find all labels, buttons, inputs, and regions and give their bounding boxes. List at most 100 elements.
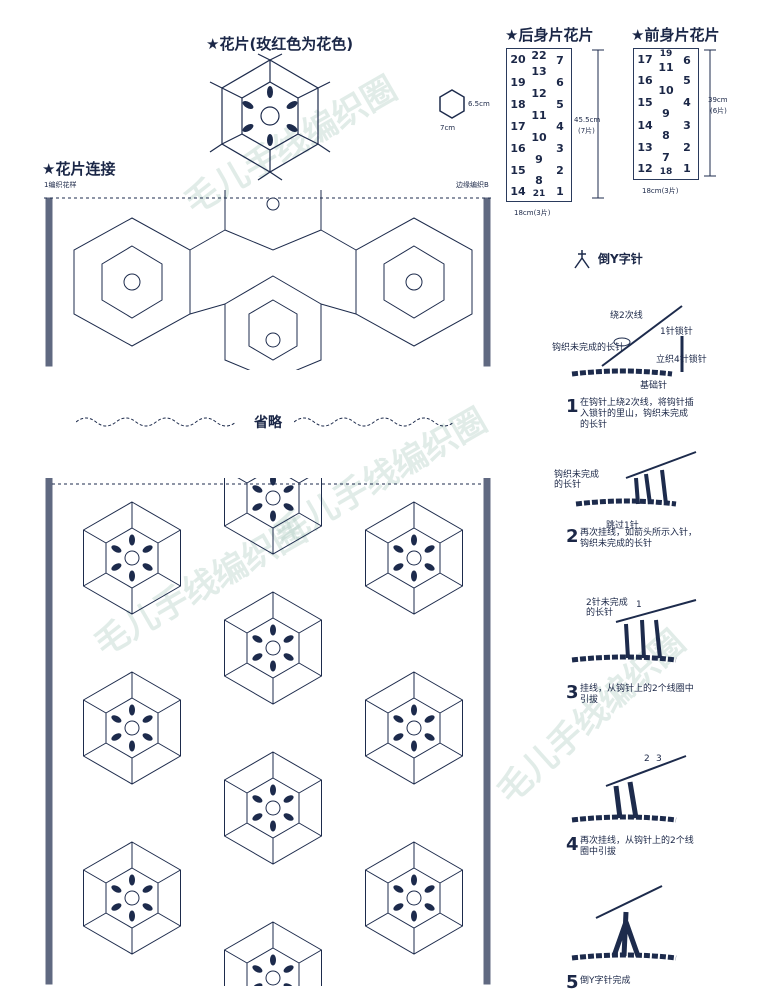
motif-petal (129, 570, 135, 582)
step5-text: 倒Y字针完成 (580, 976, 631, 986)
omit-label: 省略 (254, 415, 282, 431)
motif-petal (424, 733, 435, 741)
motif-spoke (83, 529, 107, 544)
motif-spoke (298, 512, 322, 527)
hex-size-icon (439, 89, 465, 119)
motif-petal (270, 478, 276, 486)
motif-spoke (224, 512, 248, 527)
motif-petal (283, 485, 294, 493)
joining-left-note: 1编织花样 (44, 181, 77, 189)
motif-spoke (157, 742, 181, 757)
front-panel-height-arrow (704, 49, 716, 177)
step1-number: 1 (566, 396, 579, 417)
motif-spoke (439, 699, 463, 714)
motif-spoke (439, 572, 463, 587)
label-n3: 3 (656, 754, 662, 764)
motif-petal (393, 715, 404, 723)
step2-illustration (575, 451, 697, 507)
motif-spoke (298, 822, 322, 837)
motif-spoke (439, 912, 463, 927)
motif-petal (142, 733, 153, 741)
motif-petal (129, 740, 135, 752)
motif-petal (270, 954, 276, 966)
motif-center-ring (406, 890, 422, 906)
joining-title: ★花片连接 (42, 160, 116, 178)
motif-petal (270, 660, 276, 672)
motif-petal (111, 563, 122, 571)
motif-spoke (298, 662, 322, 677)
joining-right-note: 边缘编织B (456, 181, 489, 189)
motif-spoke (298, 779, 322, 794)
motif-spoke (365, 869, 389, 884)
motif-center-ring (124, 550, 140, 566)
label-base-st: 基础针 (640, 381, 668, 391)
motif-petal (142, 545, 153, 553)
step5-illustration (571, 885, 677, 961)
motif-petal (411, 740, 417, 752)
motif-petal (424, 563, 435, 571)
motif-spoke (298, 478, 309, 484)
motif-petal (270, 784, 276, 796)
hex-width-label: 7cm (440, 124, 456, 132)
motif-diagram (209, 53, 331, 181)
motif-petal (283, 965, 294, 973)
step3-number: 3 (566, 682, 579, 703)
label-one-chain: 1针锁针 (660, 327, 693, 337)
motif-spoke (365, 742, 389, 757)
back-panel-grid: 20 22 7 19 13 6 18 12 5 11 17 10 4 16 3 … (506, 48, 572, 202)
omit-wave-right (294, 417, 455, 427)
motif-spoke (224, 619, 248, 634)
motif-title: ★花片(玫红色为花色) (206, 35, 354, 53)
motif-petal (424, 545, 435, 553)
motif-spoke (83, 912, 107, 927)
motif-petal (411, 910, 417, 922)
motif-petal (111, 903, 122, 911)
motif-petal (111, 715, 122, 723)
front-panel-title: ★前身片花片 (631, 26, 720, 44)
motif-petal (142, 563, 153, 571)
motif-petal (142, 903, 153, 911)
step1-illustration (571, 305, 684, 377)
motif-spoke (83, 869, 107, 884)
motif-spoke (365, 529, 389, 544)
motif-petal (252, 485, 263, 493)
label-unfinished-dc: 钩织未完成的长针 (552, 343, 625, 353)
motif-petal (111, 545, 122, 553)
front-panel-width-label: 18cm(3片) (642, 187, 679, 195)
label-two-unfinished: 2针未完成 的长针 (586, 598, 628, 618)
technique-title: 倒Y字针 (598, 252, 643, 266)
step1-text: 在钩针上绕2次线，将钩针插 入锁针的里山，钩织未完成 的长针 (580, 398, 694, 430)
joining-chart-bottom (45, 478, 491, 986)
back-panel-height-label: 45.5cm (574, 116, 601, 124)
motif-petal (393, 545, 404, 553)
motif-petal (283, 983, 294, 986)
motif-spoke (83, 742, 107, 757)
motif-petal (411, 704, 417, 716)
motif-center-ring (265, 970, 281, 986)
inverted-y-icon (574, 250, 590, 269)
motif-petal (252, 813, 263, 821)
step3-text: 挂线，从钩针上的2个线圈中 引拔 (580, 684, 694, 705)
motif-petal (252, 653, 263, 661)
motif-center-ring (265, 640, 281, 656)
label-n2: 2 (644, 754, 650, 764)
motif-spoke (439, 869, 463, 884)
motif-center-ring (124, 890, 140, 906)
step2-number: 2 (566, 526, 579, 547)
motif-spoke (83, 572, 107, 587)
back-panel-height-sub: (7片) (578, 127, 595, 135)
label-unfinished-dc2: 钩织未完成 的长针 (554, 470, 600, 490)
motif-petal (270, 820, 276, 832)
motif-spoke (224, 779, 248, 794)
motif-petal (283, 813, 294, 821)
motif-petal (129, 910, 135, 922)
step3-illustration (571, 599, 697, 663)
motif-spoke (365, 912, 389, 927)
motif-petal (424, 715, 435, 723)
motif-spoke (365, 699, 389, 714)
motif-petal (393, 885, 404, 893)
back-panel-width-label: 18cm(3片) (514, 209, 551, 217)
motif-petal (111, 733, 122, 741)
motif-spoke (157, 912, 181, 927)
motif-spoke (83, 699, 107, 714)
